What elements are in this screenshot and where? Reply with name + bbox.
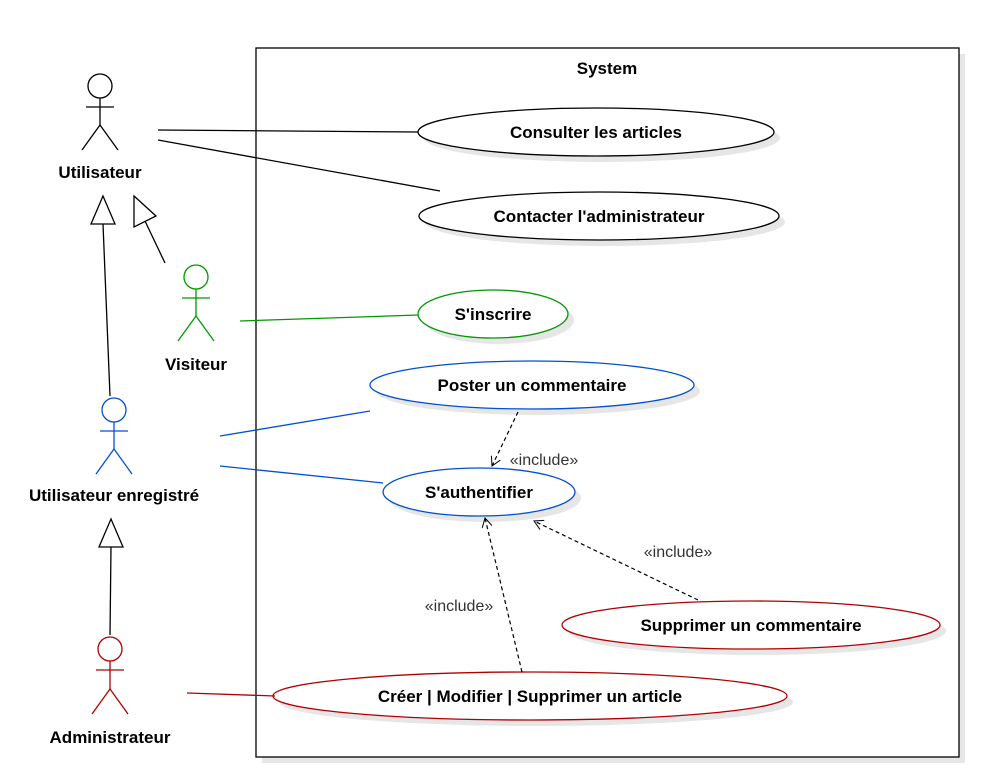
use-case-contacter-admin[interactable]	[418, 191, 780, 241]
generalization-enregistre-line	[102, 223, 111, 397]
actor-utilisateur-enregistre-label: Utilisateur enregistré	[29, 486, 199, 505]
actor-visiteur-label: Visiteur	[165, 355, 227, 374]
generalization-visiteur-line	[144, 220, 166, 264]
actor-administrateur[interactable]	[91, 636, 129, 715]
use-case-poster-label: Poster un commentaire	[438, 376, 627, 395]
actor-utilisateur-label: Utilisateur	[58, 163, 142, 182]
association-utilisateur-contacter	[157, 139, 441, 192]
use-case-gerer-article-label: Créer | Modifier | Supprimer un article	[378, 687, 682, 706]
actor-visiteur[interactable]	[177, 264, 215, 342]
actor-utilisateur[interactable]	[81, 73, 119, 151]
association-admin-gerer-article	[186, 692, 276, 697]
use-case-inscrire[interactable]	[417, 289, 569, 339]
include-supprimer-authentifier	[533, 519, 699, 601]
use-case-inscrire-label: S'inscrire	[455, 305, 532, 324]
include-label-poster: «include»	[510, 452, 579, 469]
include-label-supprimer: «include»	[644, 544, 713, 561]
use-case-authentifier-label: S'authentifier	[425, 483, 533, 502]
use-case-supprimer-commentaire-label: Supprimer un commentaire	[640, 616, 861, 635]
generalization-admin-arrow	[98, 517, 124, 548]
use-case-contacter-label: Contacter l'administrateur	[494, 207, 705, 226]
use-case-consulter-label: Consulter les articles	[510, 123, 682, 142]
include-label-article: «include»	[425, 598, 494, 615]
association-enregistre-poster	[219, 410, 371, 437]
association-enregistre-authentifier	[219, 465, 384, 484]
generalization-admin-line	[109, 546, 112, 636]
use-case-authentifier[interactable]	[382, 467, 576, 517]
use-case-poster-commentaire[interactable]	[369, 360, 695, 410]
generalization-visiteur-arrow	[133, 194, 158, 229]
use-case-supprimer-commentaire[interactable]	[561, 600, 941, 650]
generalization-enregistre-arrow	[90, 194, 116, 225]
association-visiteur-inscrire	[239, 314, 419, 322]
actor-utilisateur-enregistre[interactable]	[95, 397, 133, 475]
system-title: System	[577, 59, 637, 78]
association-utilisateur-consulter	[157, 129, 419, 133]
include-poster-authentifier	[490, 411, 519, 467]
include-article-authentifier	[481, 516, 523, 673]
actor-administrateur-label: Administrateur	[50, 728, 171, 747]
